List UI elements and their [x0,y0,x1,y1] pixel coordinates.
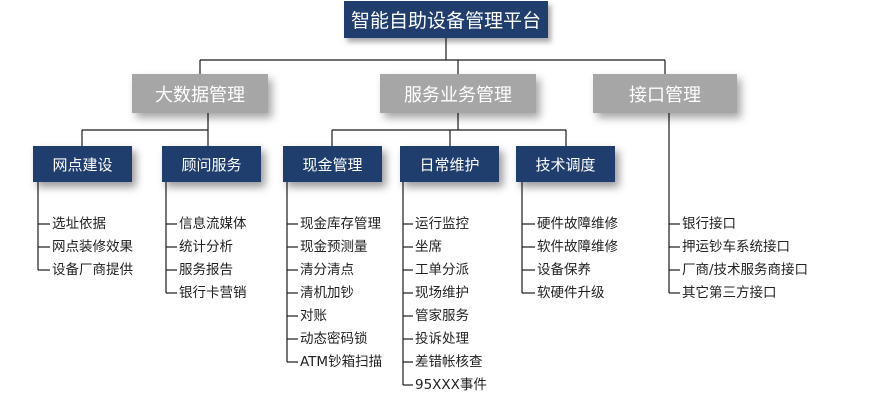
group-outlet-construction: 网点建设 [33,146,132,182]
leaf-item: 现金预测量 [300,239,368,255]
category-service: 服务业务管理 [380,74,536,113]
leaf-item: 软硬件升级 [537,285,605,301]
leaf-item: 投诉处理 [415,331,469,347]
group-cash-management: 现金管理 [283,146,382,182]
leaf-item: 动态密码锁 [300,331,368,347]
leaf-item: 差错帐核查 [415,354,483,370]
leaf-item: 清机加钞 [300,285,354,301]
leaf-item: 银行卡营销 [179,285,247,301]
group-daily-maintenance: 日常维护 [400,146,499,182]
leaf-item: 管家服务 [415,308,469,324]
leaf-item: 软件故障维修 [537,239,618,255]
leaf-item: 押运钞车系统接口 [682,239,790,255]
leaf-item: 服务报告 [179,262,233,278]
leaf-item: 95XXX事件 [415,377,487,393]
leaf-item: 选址依据 [52,216,106,232]
leaf-item: 现金库存管理 [300,216,381,232]
leaf-item: 厂商/技术服务商接口 [682,262,809,278]
category-interface: 接口管理 [593,74,737,113]
leaf-item: 其它第三方接口 [682,285,777,301]
leaf-item: 现场维护 [415,285,469,301]
leaf-item: 硬件故障维修 [537,216,618,232]
leaf-item: 坐席 [415,239,442,255]
leaf-item: 对账 [300,308,327,324]
leaf-item: 信息流媒体 [179,216,247,232]
root-node: 智能自助设备管理平台 [344,1,548,38]
leaf-item: ATM钞箱扫描 [300,354,383,370]
leaf-item: 设备保养 [537,262,591,278]
leaf-item: 工单分派 [415,262,469,278]
leaf-item: 统计分析 [179,239,233,255]
leaf-item: 设备厂商提供 [52,262,133,278]
category-big-data: 大数据管理 [132,74,268,113]
leaf-item: 清分清点 [300,262,354,278]
group-tech-dispatch: 技术调度 [516,146,615,182]
leaf-item: 网点装修效果 [52,239,133,255]
leaf-item: 银行接口 [682,216,736,232]
group-consulting: 顾问服务 [162,146,261,182]
leaf-item: 运行监控 [415,216,469,232]
